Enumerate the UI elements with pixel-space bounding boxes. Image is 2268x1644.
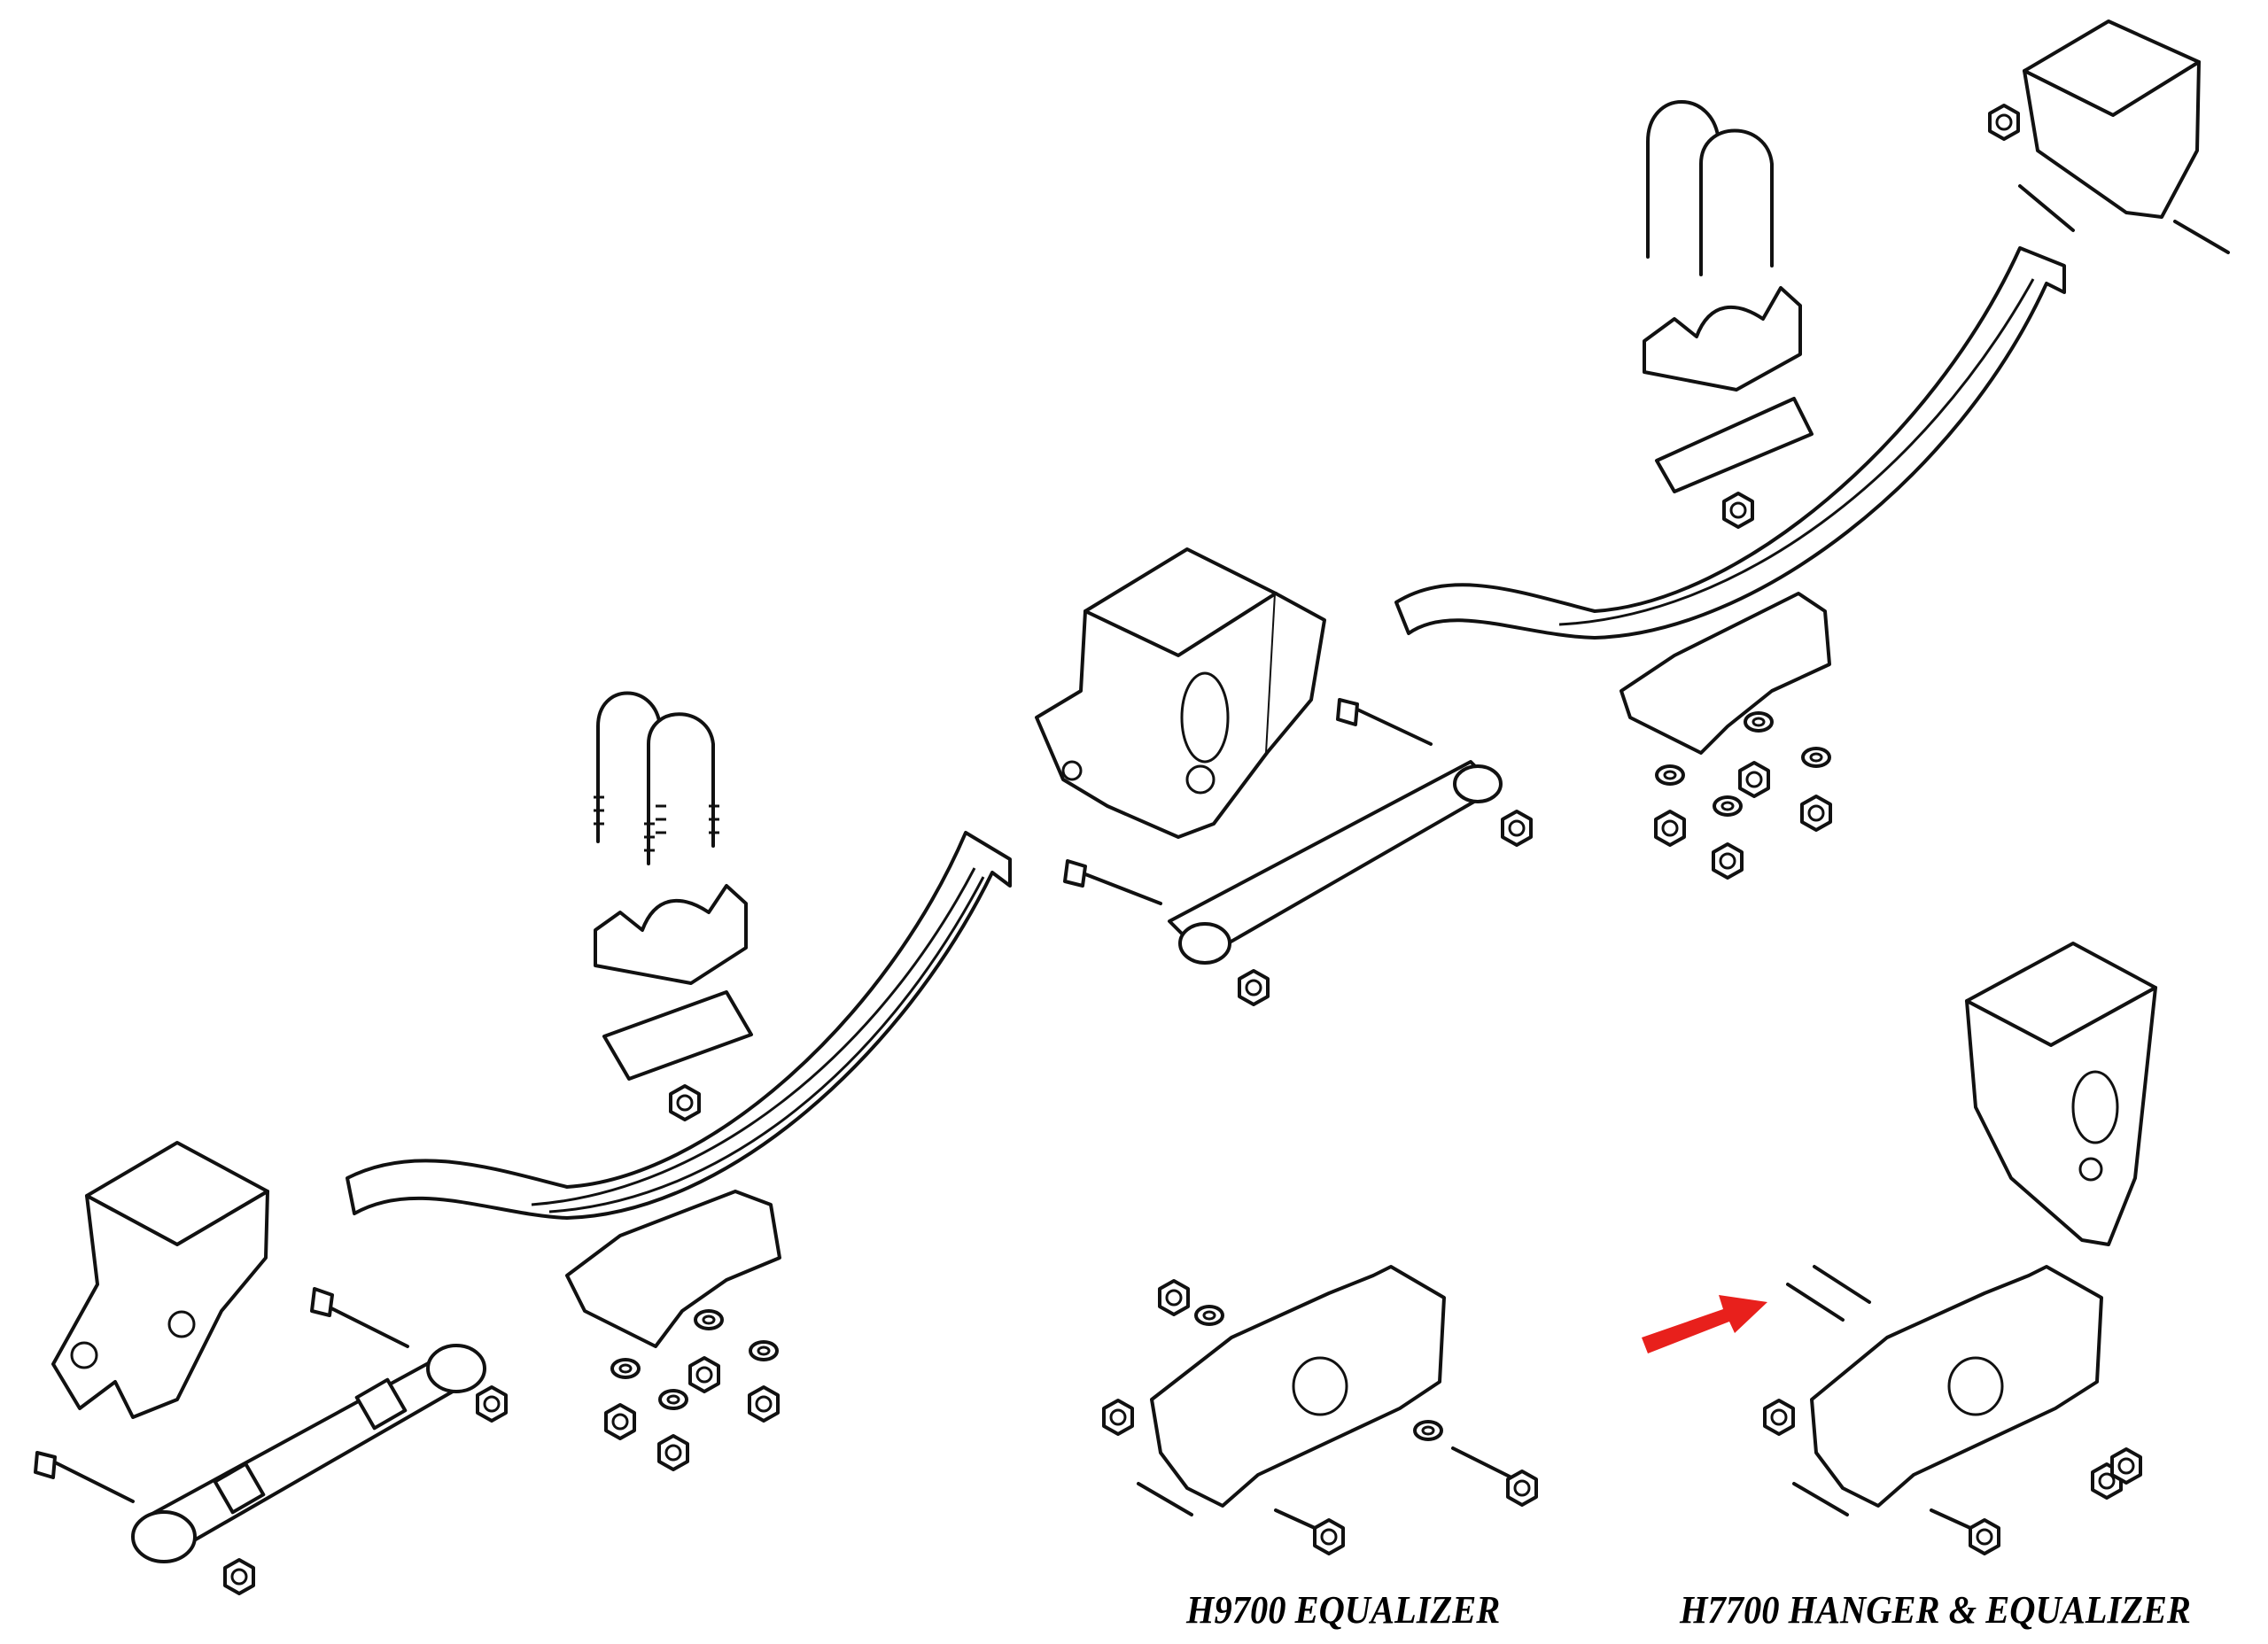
left-spring-seat [594, 884, 748, 985]
adjustable-torque-arm [34, 1287, 508, 1595]
left-u-bolts [594, 691, 719, 865]
left-front-hanger [51, 1141, 269, 1419]
red-pointer-arrow [1642, 1295, 1767, 1353]
left-leaf-spring [346, 831, 1012, 1220]
left-spring-bracket [565, 1190, 781, 1348]
center-link [1063, 698, 1533, 1006]
h9700-equalizer-label: H9700 EQUALIZER [1186, 1588, 1501, 1632]
right-spring-bracket [1619, 592, 1831, 755]
right-leaf-spring [1394, 246, 2066, 640]
right-spacer-plate [1655, 397, 1814, 493]
h7700-hanger [1965, 942, 2157, 1246]
rear-hanger [1988, 19, 2230, 254]
center-hanger [1035, 547, 1326, 839]
h9700-equalizer [1102, 1265, 1538, 1555]
right-spring-seat [1643, 286, 1802, 392]
left-spacer-plate [602, 990, 753, 1081]
h7700-hanger-equalizer-label: H7700 HANGER & EQUALIZER [1680, 1588, 2191, 1632]
h7700-equalizer [1763, 1265, 2142, 1555]
right-u-bolts [1646, 100, 1774, 276]
